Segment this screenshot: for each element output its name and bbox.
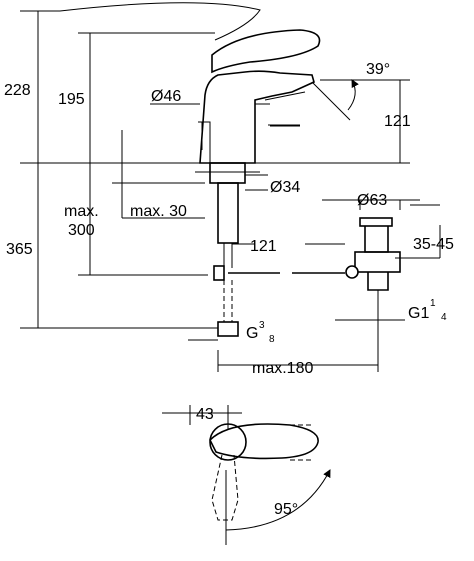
side-view xyxy=(20,2,410,164)
lever-swing-arc xyxy=(59,2,261,41)
label-39deg: 39° xyxy=(366,61,390,78)
drain-body xyxy=(364,226,389,253)
mounting-nut xyxy=(209,162,246,184)
hose-end-fitting xyxy=(217,321,239,337)
mixer-lever xyxy=(211,29,321,74)
drain-cap xyxy=(359,217,393,227)
drain-tail xyxy=(367,272,389,291)
label-95deg: 95° xyxy=(274,501,298,518)
drain-nut xyxy=(354,251,401,273)
handle-rotated xyxy=(211,454,239,521)
label-43: 43 xyxy=(196,406,214,423)
label-300: 300 xyxy=(68,222,95,239)
threaded-shank xyxy=(217,182,239,244)
rotation-arc xyxy=(225,469,331,531)
label-g38-main: G xyxy=(246,325,258,342)
label-g114-den: 4 xyxy=(441,312,447,323)
label-35-45: 35-45 xyxy=(413,236,454,253)
label-121-hose: 121 xyxy=(250,238,277,255)
label-g114-num: 1 xyxy=(430,298,436,309)
label-g38: G 3 8 xyxy=(246,320,275,345)
label-max180: max.180 xyxy=(252,360,313,377)
label-dia63: Ø63 xyxy=(357,192,387,209)
mixer-body xyxy=(199,70,315,164)
label-max30: max. 30 xyxy=(130,203,187,220)
drain-linkage-ball xyxy=(345,265,359,279)
label-dia46: Ø46 xyxy=(151,88,181,105)
angle-arc xyxy=(347,79,359,111)
label-g38-num: 3 xyxy=(259,320,265,331)
label-365: 365 xyxy=(6,241,33,258)
hose-upper xyxy=(223,243,233,268)
spout-outlet xyxy=(264,91,306,101)
handle-top xyxy=(209,423,319,460)
label-g114-main: G1 xyxy=(408,305,429,322)
label-g114: G1 1 4 xyxy=(408,298,447,323)
label-121-top: 121 xyxy=(384,113,411,130)
hose-fitting xyxy=(213,265,225,281)
label-max: max. xyxy=(64,203,99,220)
label-dia34: Ø34 xyxy=(270,179,300,196)
angle-ref-line xyxy=(311,81,351,121)
body-top-circle xyxy=(209,423,247,461)
hose-lower xyxy=(223,280,233,322)
spout-top-outline xyxy=(290,424,312,461)
top-view xyxy=(162,405,331,545)
label-195: 195 xyxy=(58,91,85,108)
label-228: 228 xyxy=(4,82,31,99)
popup-rod xyxy=(198,121,211,163)
label-g38-den: 8 xyxy=(269,334,275,345)
below-deck-view xyxy=(20,130,441,372)
